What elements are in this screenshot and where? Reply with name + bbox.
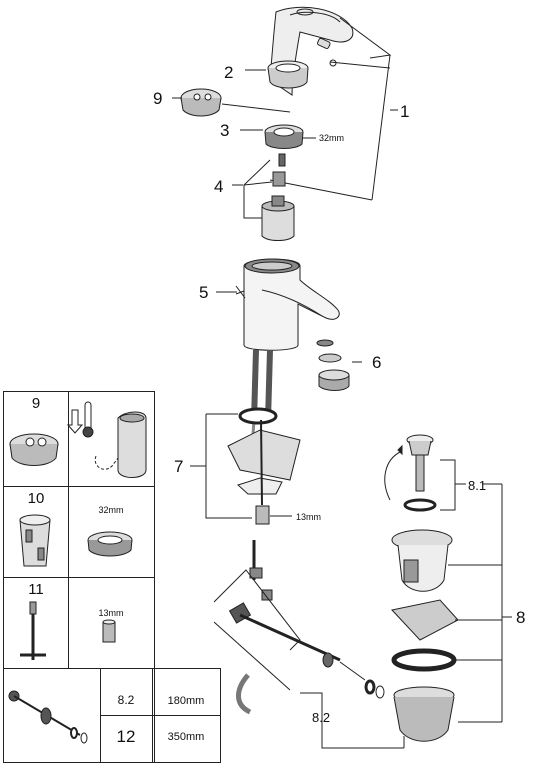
decor-cap	[267, 60, 309, 89]
nut-size-32mm-label: 32mm	[319, 133, 344, 143]
callout-1: 1	[400, 102, 409, 121]
callout-8-1: 8.1	[468, 478, 486, 493]
cartridge-insert	[180, 88, 222, 117]
lift-rod-assembly	[228, 540, 385, 715]
spare-parts-legend: 9 10 32mm 11 13mm	[3, 391, 155, 763]
legend-extension-sleeve-icon	[19, 514, 51, 567]
waste-body	[391, 529, 459, 742]
callout-6: 6	[372, 353, 381, 372]
callout-4: 4	[214, 177, 223, 196]
legend-cartridge-insert-icon	[9, 433, 59, 466]
legend-row-11-size: 13mm	[98, 608, 124, 618]
cartridge-assembly	[261, 153, 295, 241]
callout-5: 5	[199, 283, 208, 302]
rod-row-1-length: 180mm	[167, 695, 205, 707]
rod-row-1-number: 8.2	[117, 693, 135, 707]
callout-7: 7	[174, 457, 183, 476]
legend-row-10-number: 10	[27, 490, 45, 507]
rod-row-2-number: 12	[116, 727, 136, 746]
legend-row-11-number: 11	[28, 581, 44, 598]
popup-plug	[384, 434, 437, 512]
legend-row-10: 10 32mm	[4, 487, 154, 578]
nut-size-13mm-label: 13mm	[296, 512, 321, 522]
callout-8: 8	[516, 608, 525, 627]
legend-nut-13mm-icon	[102, 619, 116, 643]
legend-row-11: 11 13mm	[4, 578, 154, 668]
tap-body	[235, 258, 340, 351]
fixing-set	[227, 407, 301, 525]
rod-row-2-length: 350mm	[167, 731, 205, 743]
legend-row-9: 9	[4, 392, 154, 487]
legend-row-10-size: 32mm	[98, 505, 124, 515]
callout-2: 2	[224, 63, 233, 82]
lift-rod-length-table: 8.2 180mm 12 350mm	[3, 668, 221, 763]
callout-3: 3	[220, 121, 229, 140]
handle-screw	[317, 37, 337, 67]
legend-spindle-icon	[20, 601, 46, 660]
cartridge-nut	[264, 124, 304, 149]
lever-handle-icon	[94, 411, 147, 478]
thermometer-icon	[66, 401, 94, 438]
aerator-set	[316, 339, 350, 391]
callout-9: 9	[153, 89, 162, 108]
legend-nut-32mm-icon	[87, 531, 133, 557]
legend-row-9-number: 9	[31, 395, 41, 412]
callout-8-2: 8.2	[312, 710, 330, 725]
legend-lift-rod-icon	[8, 690, 88, 744]
